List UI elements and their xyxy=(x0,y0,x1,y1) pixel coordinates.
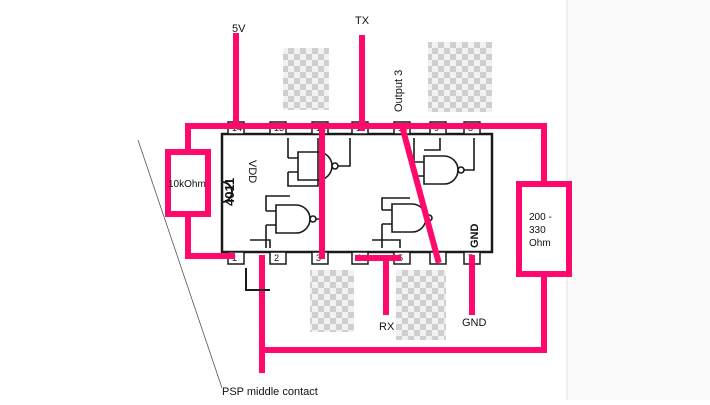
gate-4-wiring xyxy=(372,197,410,248)
diagonal-line xyxy=(137,139,223,389)
bottom-pin-2 xyxy=(269,251,287,265)
gate-2-wiring xyxy=(413,138,475,177)
placeholder-top-1 xyxy=(283,48,329,110)
chip-vdd-label: VDD xyxy=(246,160,258,183)
bracket-pin1 xyxy=(245,268,270,291)
wire-top-bus xyxy=(185,123,547,189)
chip-part-number: 4011 xyxy=(222,178,237,206)
resistor-right-label-1: 200 - xyxy=(529,212,552,223)
wire-left-resistor xyxy=(185,123,235,259)
label-5v: 5V xyxy=(232,23,246,35)
resistor-10k xyxy=(165,149,211,217)
resistor-10k-label: 10kOhm xyxy=(168,179,206,190)
label-psp-middle-contact: PSP middle contact xyxy=(222,386,318,398)
gate-1-wiring xyxy=(287,138,351,187)
placeholder-bottom-1 xyxy=(310,270,354,332)
wire-bottom-bus xyxy=(259,273,547,353)
chip-notch xyxy=(221,181,233,203)
right-panel xyxy=(567,0,710,400)
wire-output3 xyxy=(398,122,442,264)
resistor-right-label-2: 330 xyxy=(529,225,546,236)
label-gnd: GND xyxy=(462,317,487,329)
bottom-pin-number: 3 xyxy=(316,253,321,263)
resistor-right-label-3: Ohm xyxy=(529,238,551,249)
placeholder-bottom-2 xyxy=(396,270,446,340)
chip-gnd-label: GND xyxy=(469,224,481,249)
ic-chip-body xyxy=(220,132,494,254)
label-tx: TX xyxy=(355,15,370,27)
label-output3: Output 3 xyxy=(393,70,405,112)
placeholder-top-2 xyxy=(428,42,492,112)
label-rx: RX xyxy=(379,321,395,333)
bottom-pin-number: 2 xyxy=(274,253,279,263)
resistor-200-330 xyxy=(516,181,572,277)
wires xyxy=(185,33,547,373)
